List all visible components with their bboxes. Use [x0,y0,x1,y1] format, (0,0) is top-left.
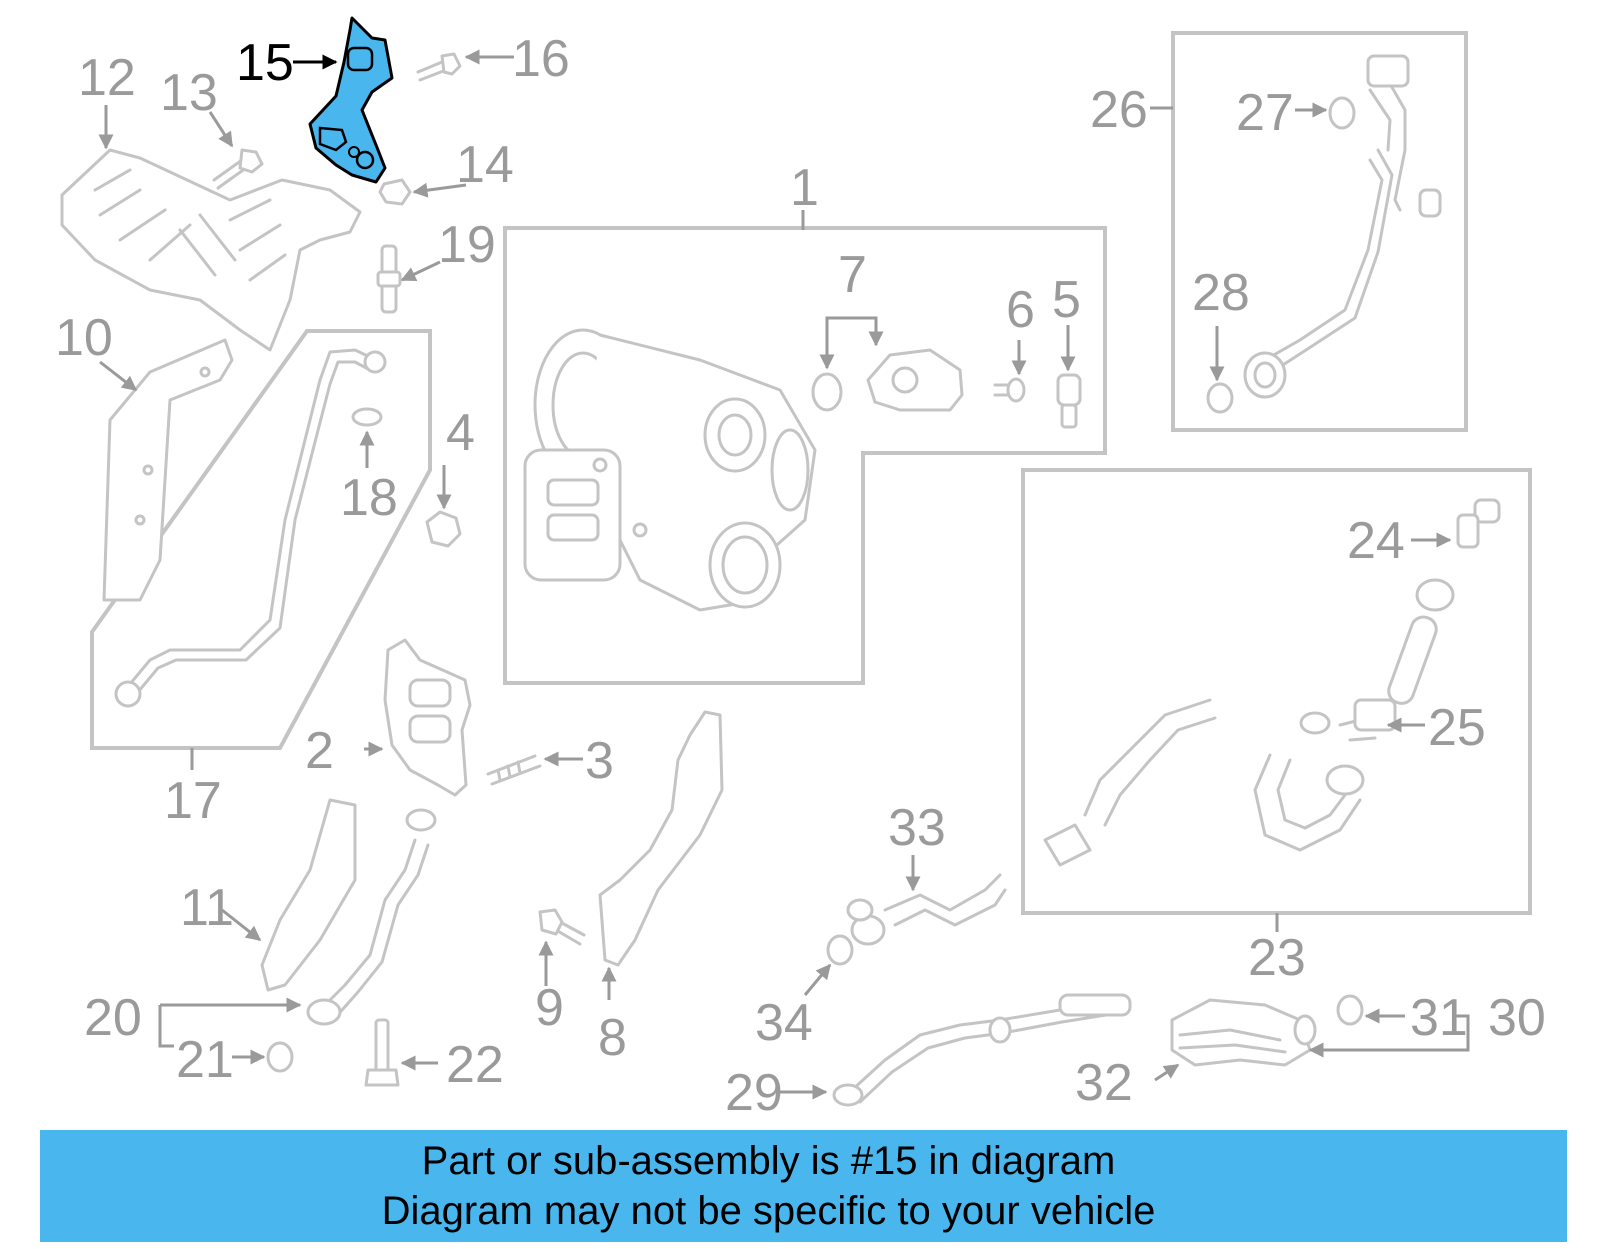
callout-8: 8 [598,1009,627,1067]
leader-lines [98,49,1470,1100]
part-33-coolant-pipe [846,873,1007,946]
part-19-stud [376,244,402,314]
part-34-gasket [826,934,854,966]
caption-line-2: Diagram may not be specific to your vehi… [381,1189,1156,1233]
callout-19: 19 [438,216,496,274]
part-21-gasket [266,1041,294,1073]
callout-2: 2 [305,722,334,780]
part-22-bolt [364,1018,400,1087]
oil-feed-box [1171,31,1468,432]
callout-31: 31 [1410,989,1468,1047]
part-7-actuator [811,348,964,412]
callout-13: 13 [160,64,218,122]
callout-4: 4 [446,404,475,462]
callout-15: 15 [236,34,294,92]
callout-17: 17 [164,772,222,830]
oil-return-box [90,329,432,750]
part-2-gasket [383,638,472,797]
part-14-gasket [378,178,412,206]
part-20-oil-pipe [306,808,437,1026]
part-11-heat-shield [260,798,357,992]
part-4-nut [425,510,462,548]
callout-30: 30 [1488,989,1546,1047]
part-12-heat-shield [60,148,362,352]
callout-5: 5 [1052,271,1081,329]
callout-16: 16 [512,30,570,88]
part-5-fitting [1056,373,1082,429]
callout-33: 33 [888,799,946,857]
callout-28: 28 [1192,264,1250,322]
caption-banner: Part or sub-assembly is #15 in diagram D… [40,1130,1567,1242]
callout-3: 3 [585,732,614,790]
part-6-bolt [993,377,1026,403]
part-13-bolt [212,148,264,190]
part-15-gasket[interactable] [308,16,394,184]
part-23-coolant-hoses [1043,578,1455,867]
callout-18: 18 [340,469,398,527]
part-9-bolt [538,908,586,946]
callout-26: 26 [1090,81,1148,139]
callout-25: 25 [1428,699,1486,757]
part-24-fitting [1456,498,1501,549]
callout-11: 11 [180,879,234,937]
callout-7: 7 [838,246,867,304]
part-8-bracket [598,710,724,967]
callout-32: 32 [1075,1054,1133,1112]
callout-6: 6 [1006,281,1035,339]
callout-14: 14 [456,136,514,194]
callout-29: 29 [725,1064,783,1122]
callout-24: 24 [1347,512,1405,570]
turbo-assembly-box [503,226,1107,685]
part-30-coolant-pipe [1170,998,1317,1067]
part-18-gasket [351,407,383,427]
part-10-gasket [102,338,234,602]
callout-22: 22 [446,1036,504,1094]
callout-9: 9 [535,979,564,1037]
callout-27: 27 [1236,84,1294,142]
part-3-stud [486,754,542,786]
part-17-oil-pipe [114,348,387,708]
callout-12: 12 [78,49,136,107]
part-1-turbocharger [523,328,817,612]
callout-21: 21 [176,1031,234,1089]
part-31-gasket [1336,994,1364,1026]
callout-10: 10 [55,309,113,367]
part-26-oil-feed-line [1243,54,1442,399]
callout-23: 23 [1248,929,1306,987]
callout-1: 1 [790,159,819,217]
part-28-gasket [1206,382,1234,414]
part-16-bolt [416,52,462,82]
part-29-coolant-pipe [832,993,1132,1107]
callout-20: 20 [84,989,142,1047]
callout-34: 34 [755,994,813,1052]
coolant-hose-box [1021,468,1532,915]
caption-line-1: Part or sub-assembly is #15 in diagram [421,1139,1116,1183]
part-27-gasket [1328,96,1356,130]
